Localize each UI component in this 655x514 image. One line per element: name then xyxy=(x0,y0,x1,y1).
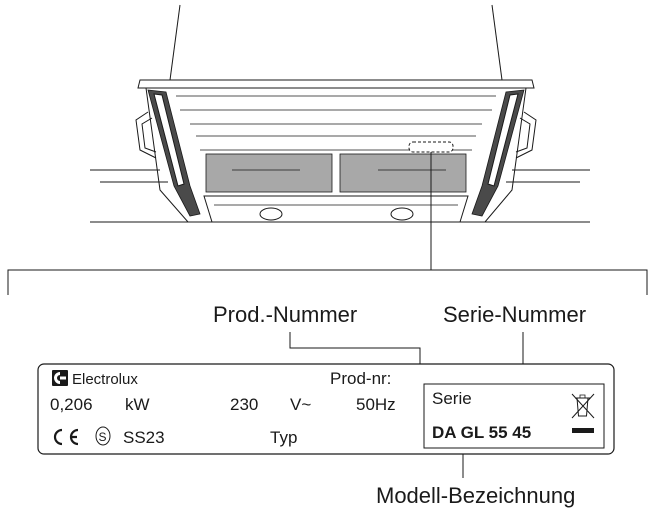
cooker-hood-illustration xyxy=(90,4,590,223)
leader-prod-number xyxy=(289,332,421,372)
power-value: 0,206 xyxy=(50,395,93,414)
ce-mark-icon xyxy=(53,428,79,446)
prod-nr-label: Prod-nr: xyxy=(330,369,391,388)
hood-top-rim xyxy=(137,79,535,89)
lamp-left xyxy=(259,207,283,221)
rating-plate-location-marker xyxy=(408,141,454,153)
grease-filter-left xyxy=(205,153,333,193)
semko-mark-icon: S xyxy=(95,426,111,446)
callout-serial-number: Serie-Nummer xyxy=(443,302,586,327)
callout-prod-number: Prod.-Nummer xyxy=(213,302,357,327)
cabinet-line-right xyxy=(506,169,590,183)
rating-plate: Electrolux Prod-nr: 0,206 kW 230 V~ 50Hz… xyxy=(37,363,615,455)
lamp-right xyxy=(390,207,414,221)
detail-bracket xyxy=(7,269,648,295)
frequency: 50Hz xyxy=(356,395,396,414)
type-label: Typ xyxy=(270,428,297,447)
crossed-out-bin-icon xyxy=(571,393,595,433)
callout-model-designation: Modell-Bezeichnung xyxy=(376,483,575,508)
suspension-line-right xyxy=(491,4,503,81)
hood-fascia xyxy=(203,195,469,223)
approval-code: SS23 xyxy=(123,428,165,447)
svg-text:S: S xyxy=(99,430,107,444)
grease-filter-right xyxy=(339,153,467,193)
hood-handle-right xyxy=(515,111,537,159)
hood-handle-left xyxy=(135,111,157,159)
voltage-value: 230 xyxy=(230,395,258,414)
suspension-line-left xyxy=(169,4,181,81)
voltage-unit: V~ xyxy=(290,395,311,414)
electrolux-logo-icon xyxy=(52,370,68,386)
power-unit: kW xyxy=(125,395,150,414)
cabinet-line-left xyxy=(90,169,168,183)
serie-label: Serie xyxy=(432,389,472,408)
model-designation: DA GL 55 45 xyxy=(432,423,531,442)
brand-name: Electrolux xyxy=(72,371,138,388)
